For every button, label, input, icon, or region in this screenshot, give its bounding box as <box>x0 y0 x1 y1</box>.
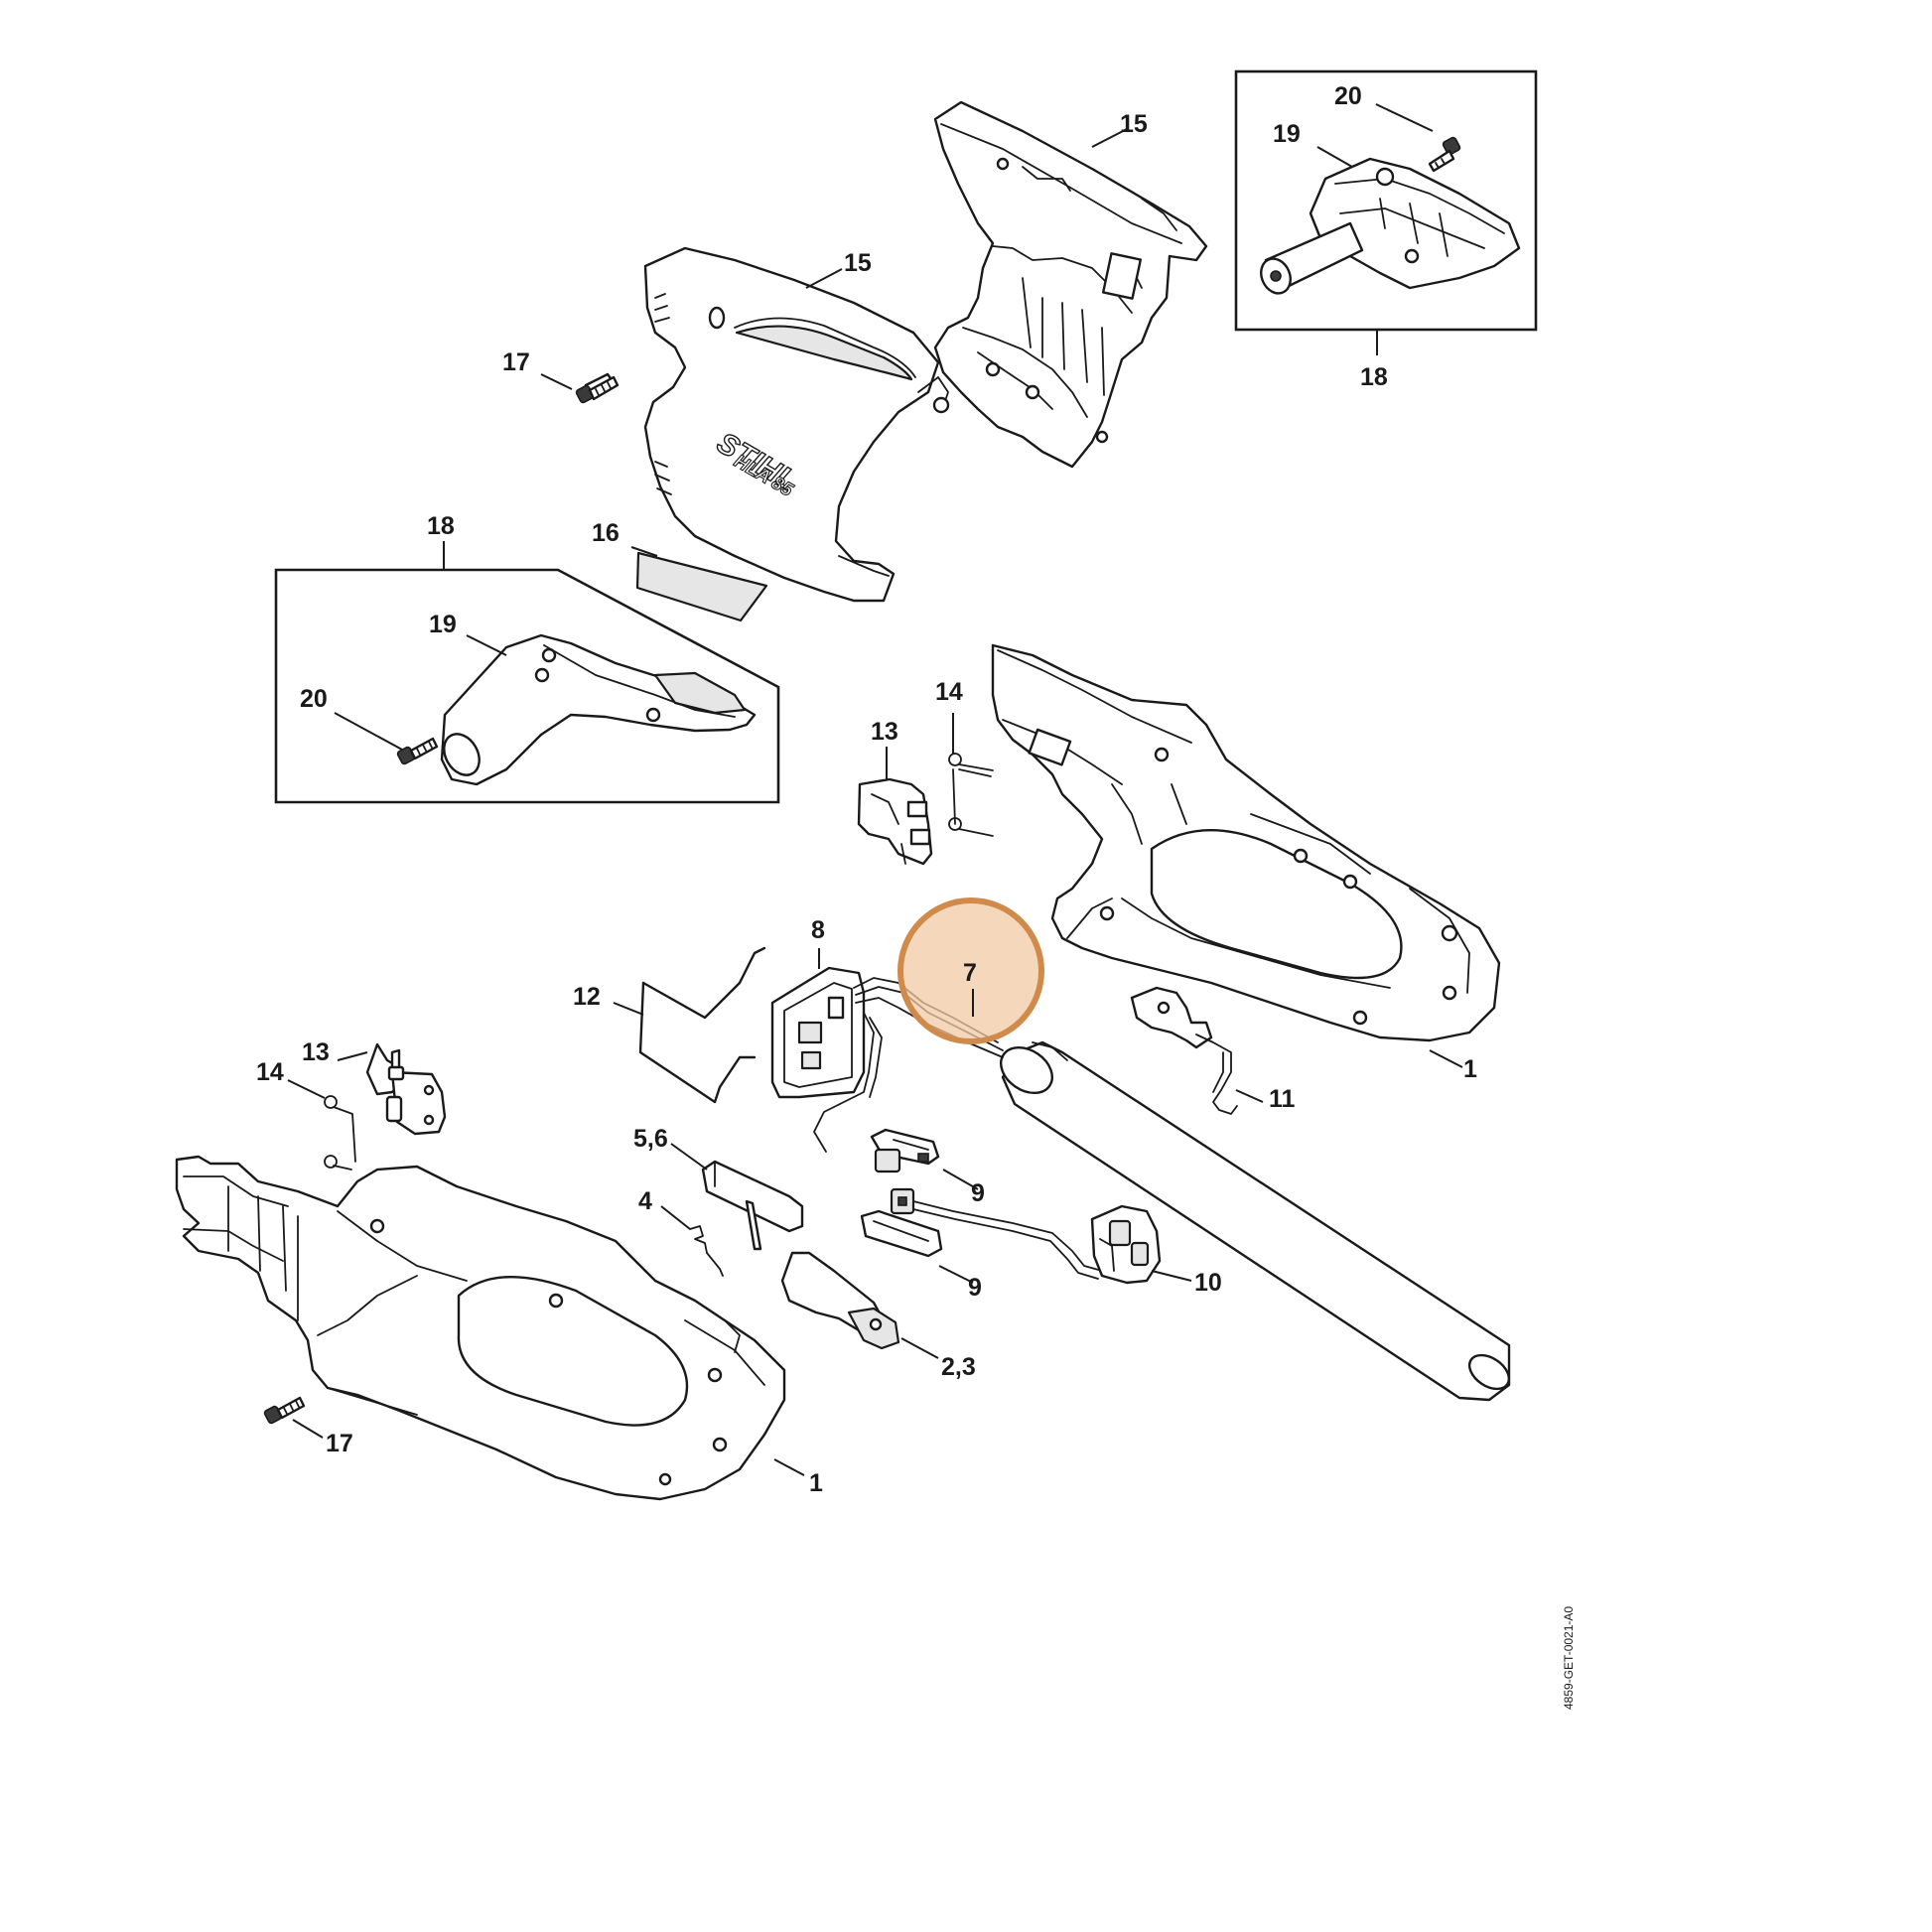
drawing-number: 4859-GET-0021-A0 <box>1562 1606 1576 1710</box>
callout-2-3[interactable]: 2,3 <box>941 1353 976 1381</box>
callout-1-lower[interactable]: 1 <box>809 1469 823 1497</box>
callout-labels: 15 15 17 18 16 20 19 18 19 20 13 14 8 7 … <box>256 82 1477 1497</box>
part-10-switch[interactable] <box>912 1200 1162 1285</box>
callout-17-bottom[interactable]: 17 <box>326 1430 353 1457</box>
callout-1-upper[interactable]: 1 <box>1463 1055 1477 1083</box>
callout-7-highlight-ring <box>897 897 1044 1044</box>
part-15-rear-shell[interactable] <box>933 100 1208 469</box>
part-18-box-left <box>274 568 780 804</box>
callout-15-rear[interactable]: 15 <box>1120 110 1148 138</box>
part-12-wire-spring[interactable] <box>638 946 766 1104</box>
callout-18-left[interactable]: 18 <box>427 512 455 540</box>
part-13-lever-upper[interactable] <box>857 777 933 866</box>
part-14-springs-upper[interactable] <box>948 753 994 837</box>
callout-11[interactable]: 11 <box>1269 1085 1296 1113</box>
part-20-screw-bottom[interactable] <box>396 737 439 765</box>
part-16-label[interactable] <box>635 551 768 622</box>
part-1-housing-upper[interactable] <box>991 643 1501 1042</box>
part-11-lever[interactable] <box>1130 986 1238 1115</box>
callout-7[interactable]: 7 <box>963 959 977 987</box>
callout-4[interactable]: 4 <box>638 1187 652 1215</box>
part-18-box-top <box>1234 69 1538 332</box>
callout-13-lower[interactable]: 13 <box>302 1038 330 1066</box>
part-13-lever-lower[interactable] <box>365 1042 447 1136</box>
part-1-housing-lower[interactable] <box>175 1155 786 1501</box>
leader-lines <box>287 103 1463 1476</box>
part-20-screw-top[interactable] <box>1428 136 1461 173</box>
part-19-grip-top[interactable] <box>1256 157 1521 298</box>
callout-19-left[interactable]: 19 <box>429 611 457 638</box>
part-17-screw-top[interactable] <box>575 372 620 404</box>
callout-7-highlight[interactable] <box>900 900 1041 1041</box>
callout-10[interactable]: 10 <box>1194 1269 1222 1297</box>
callout-16[interactable]: 16 <box>592 519 620 547</box>
callout-17-top[interactable]: 17 <box>502 348 530 376</box>
part-9-connector-upper[interactable] <box>870 1128 940 1173</box>
part-14-springs-lower[interactable] <box>324 1095 356 1171</box>
callout-15-front[interactable]: 15 <box>844 249 872 277</box>
callout-12[interactable]: 12 <box>573 983 601 1011</box>
callout-9-lower[interactable]: 9 <box>968 1274 982 1302</box>
callout-14-lower[interactable]: 14 <box>256 1058 284 1086</box>
callout-8[interactable]: 8 <box>811 916 825 944</box>
callout-5-6[interactable]: 5,6 <box>633 1125 668 1153</box>
callout-14-upper[interactable]: 14 <box>935 678 963 706</box>
callout-13-upper[interactable]: 13 <box>871 718 898 746</box>
callout-20-left[interactable]: 20 <box>300 685 328 713</box>
part-4-spring[interactable] <box>689 1225 724 1277</box>
callout-18-top[interactable]: 18 <box>1360 363 1388 391</box>
part-15-front-cover[interactable]: STIHL HLA 85 <box>643 246 950 603</box>
callout-9-upper[interactable]: 9 <box>971 1179 985 1207</box>
part-19-grip-left[interactable] <box>437 633 757 786</box>
callout-20-top[interactable]: 20 <box>1334 82 1362 110</box>
part-9-connector-lower[interactable] <box>860 1187 943 1258</box>
part-2-3-trigger[interactable] <box>780 1251 900 1350</box>
part-17-screw-bottom[interactable] <box>263 1396 306 1425</box>
part-5-6-slider[interactable] <box>701 1160 804 1251</box>
callout-19-top[interactable]: 19 <box>1273 120 1301 148</box>
handle-tube[interactable] <box>993 1038 1515 1402</box>
